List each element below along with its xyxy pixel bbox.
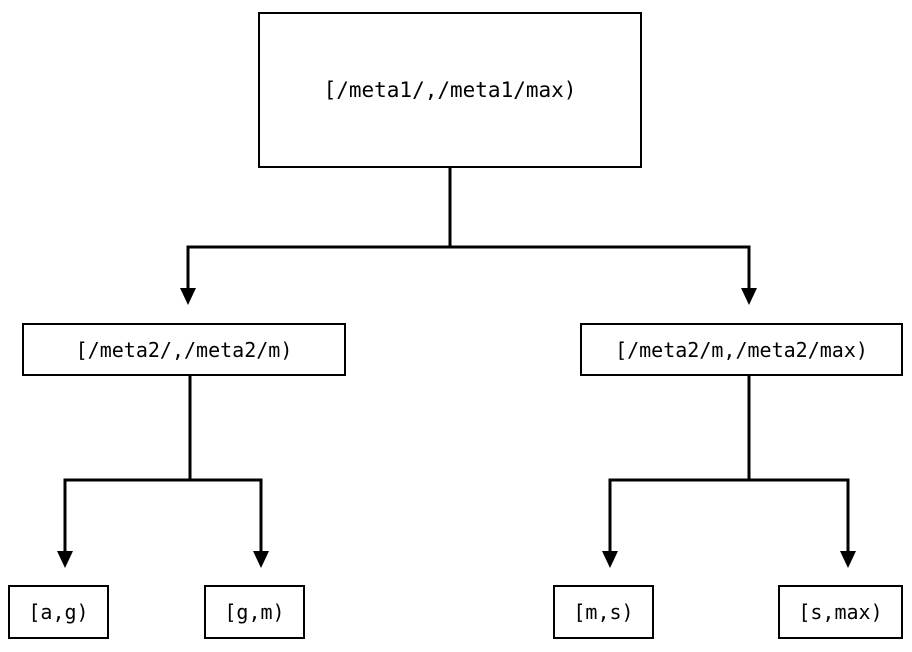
- edge-mid-right-to-leaf-s-max: [749, 478, 856, 568]
- edge-mid-right-to-leaf-m-s: [602, 376, 751, 568]
- node-mid-left[interactable]: [/meta2/,/meta2/m): [22, 323, 346, 376]
- edge-mid-left-to-leaf-a-g-path: [63, 376, 192, 551]
- edge-mid-left-to-leaf-a-g: [57, 376, 192, 568]
- edge-root-to-mid-left: [180, 168, 452, 305]
- edge-mid-left-to-leaf-g-m-path: [190, 478, 263, 551]
- node-mid-right[interactable]: [/meta2/m,/meta2/max): [580, 323, 903, 376]
- arrowhead-mid-right-to-leaf-m-s: [602, 551, 618, 568]
- node-leaf-m-s[interactable]: [m,s): [553, 585, 654, 639]
- arrowhead-root-to-mid-right: [741, 288, 757, 305]
- arrowhead-root-to-mid-left: [180, 288, 196, 305]
- node-root[interactable]: [/meta1/,/meta1/max): [258, 12, 642, 168]
- edge-root-to-mid-right-path: [450, 245, 751, 288]
- arrowhead-mid-left-to-leaf-a-g: [57, 551, 73, 568]
- edge-mid-right-to-leaf-s-max-path: [749, 478, 850, 551]
- node-leaf-g-m[interactable]: [g,m): [204, 585, 305, 639]
- edge-root-to-mid-right: [450, 245, 757, 305]
- arrowhead-mid-left-to-leaf-g-m: [253, 551, 269, 568]
- edge-root-to-mid-left-path: [186, 168, 452, 288]
- node-leaf-s-max[interactable]: [s,max): [778, 585, 903, 639]
- arrowhead-mid-right-to-leaf-s-max: [840, 551, 856, 568]
- edge-mid-left-to-leaf-g-m: [190, 478, 269, 568]
- edge-mid-right-to-leaf-m-s-path: [608, 376, 751, 551]
- node-leaf-a-g[interactable]: [a,g): [8, 585, 109, 639]
